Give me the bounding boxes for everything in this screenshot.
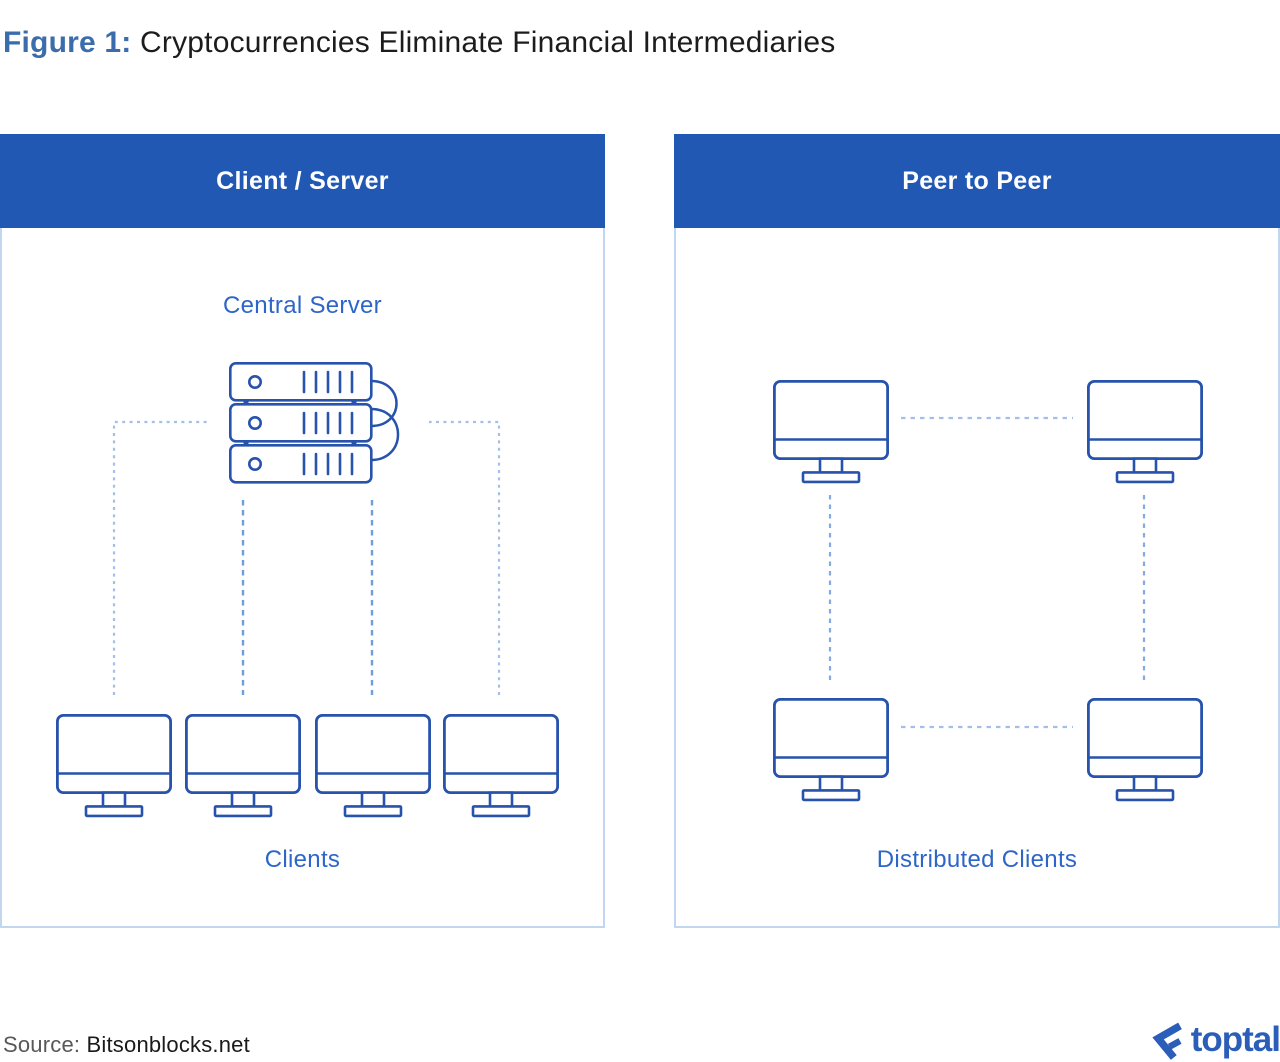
panel-peer-to-peer: Peer to Peer Distributed Clients — [674, 134, 1280, 928]
peer-to-peer-connections — [828, 416, 1146, 729]
figure-number: Figure 1: — [3, 26, 132, 60]
panel-peer-to-peer-diagram: Distributed Clients — [674, 228, 1280, 928]
monitor-icon — [773, 380, 889, 484]
figure-caption: Cryptocurrencies Eliminate Financial Int… — [131, 26, 836, 60]
monitor-icon — [185, 714, 301, 818]
toptal-mark-icon — [1152, 1022, 1182, 1060]
panel-client-server-header: Client / Server — [0, 134, 605, 228]
panel-client-server-title: Client / Server — [216, 166, 389, 195]
monitor-icon — [1087, 380, 1203, 484]
server-stack-icon — [229, 362, 411, 486]
distributed-clients-label: Distributed Clients — [876, 846, 1078, 873]
monitor-icon — [315, 714, 431, 818]
toptal-logo: toptal — [1148, 1018, 1280, 1062]
toptal-wordmark: toptal — [1190, 1020, 1280, 1059]
monitor-icon — [56, 714, 172, 818]
panel-peer-to-peer-header: Peer to Peer — [674, 134, 1280, 228]
monitor-icon — [1087, 698, 1203, 802]
monitor-icon — [773, 698, 889, 802]
panel-peer-to-peer-title: Peer to Peer — [902, 166, 1052, 195]
figure-title: Figure 1: Cryptocurrencies Eliminate Fin… — [3, 25, 836, 61]
central-server-label: Central Server — [223, 292, 382, 319]
source-value: Bitsonblocks.net — [86, 1032, 250, 1057]
panel-client-server-diagram: Central Server Clients — [0, 228, 605, 928]
source-label: Source: — [3, 1032, 87, 1057]
client-server-connections — [112, 420, 501, 695]
panel-client-server: Client / Server Central Server Clients — [0, 134, 605, 928]
connection-line — [112, 420, 207, 695]
connection-line — [429, 420, 501, 695]
monitor-icon — [443, 714, 559, 818]
clients-label: Clients — [264, 846, 341, 873]
source-line: Source: Bitsonblocks.net — [3, 1032, 250, 1058]
